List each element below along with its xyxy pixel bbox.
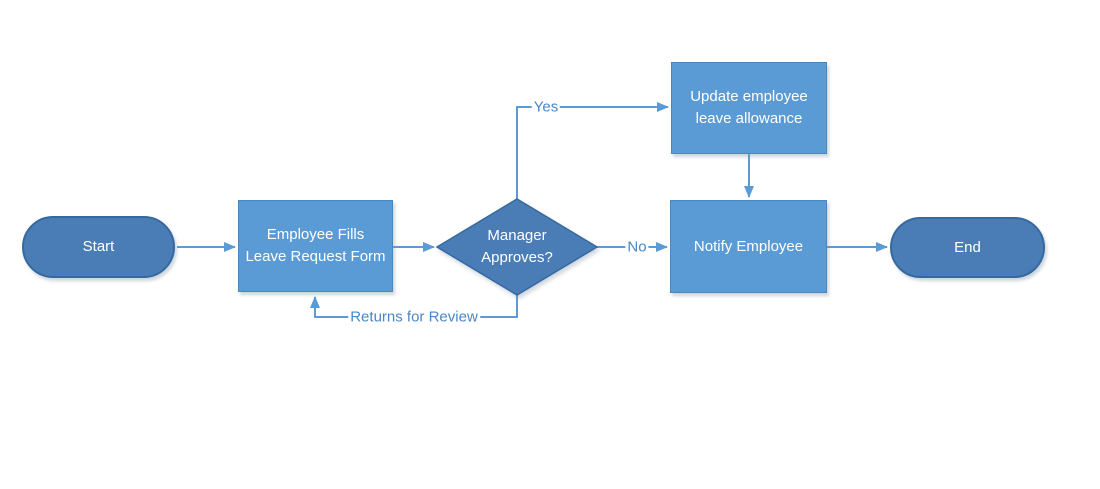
node-notify-employee: Notify Employee [670, 200, 827, 293]
node-decision-shape [435, 198, 599, 296]
node-employee-fills-form: Employee Fills Leave Request Form [238, 200, 393, 292]
edge-label-no: No [625, 238, 649, 256]
node-update-leave-allowance: Update employee leave allowance [671, 62, 827, 154]
node-notify-employee-label: Notify Employee [693, 237, 804, 255]
node-start-label: Start [82, 238, 115, 256]
node-update-leave-allowance-label: Update employee leave allowance [690, 88, 808, 127]
edge-decision-update-yes [516, 102, 669, 199]
node-start: Start [22, 216, 175, 278]
node-manager-approves-label: Manager Approves? [481, 227, 553, 266]
node-end-label: End [954, 238, 981, 256]
node-employee-fills-form-label: Employee Fills Leave Request Form [245, 226, 386, 265]
edge-label-yes: Yes [531, 98, 561, 116]
node-end: End [890, 217, 1045, 278]
edge-label-returns-for-review: Returns for Review [348, 308, 480, 326]
node-manager-approves: Manager Approves? [437, 199, 597, 295]
